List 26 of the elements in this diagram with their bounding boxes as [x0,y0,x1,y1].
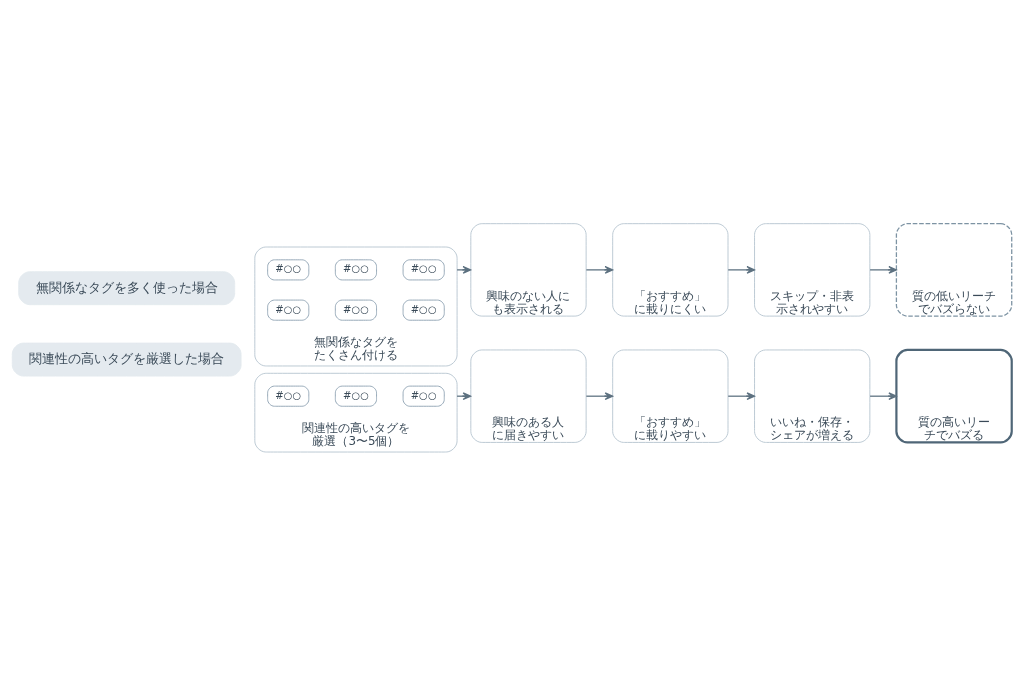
node-box: #○○ [334,299,377,321]
node-box: いいね・保存・シェアが増える [754,349,871,443]
node-box: 興味のない人にも表示される [470,223,587,317]
arrow [727,265,755,274]
node-box: 興味のある人に届きやすい [470,349,587,443]
node-box: #○○ [402,299,445,321]
arrow [727,392,755,401]
node-box: #○○ [402,259,445,281]
node-box: 質の高いリーチでバズる [895,348,1013,444]
node-box: #○○ [402,385,445,407]
node-box: 質の低いリーチでバズらない [895,223,1013,317]
node-box: 「おすすめ」に載りにくい [612,223,729,317]
node-box: スキップ・非表示されやすい [754,223,871,317]
arrow [585,392,614,401]
node-box: #○○ [267,259,310,281]
arrow [456,265,472,274]
node-box: 「おすすめ」に載りやすい [612,349,729,443]
arrow [585,265,614,274]
node-box: 関連性の高いタグを厳選した場合 [11,342,242,377]
node-box: #○○ [334,385,377,407]
node-box: #○○ [334,259,377,281]
node-box: #○○ [267,385,310,407]
node-box: 無関係なタグを多く使った場合 [18,271,236,306]
arrow [869,265,897,274]
arrow [869,392,897,401]
node-box: #○○ [267,299,310,321]
